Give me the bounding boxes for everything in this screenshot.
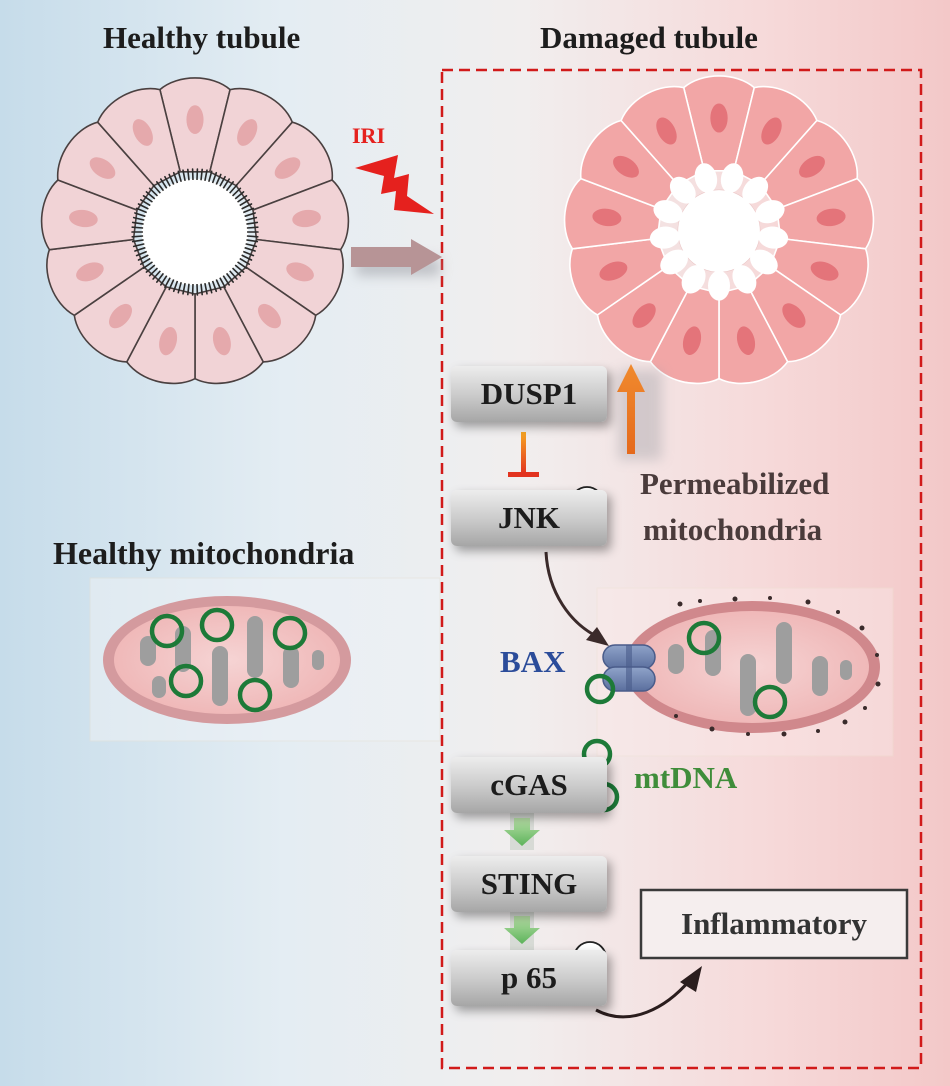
p65-to-inflammatory-arrow xyxy=(595,966,702,1019)
cgas-to-sting-arrow xyxy=(504,812,540,850)
mtdna-label: mtDNA xyxy=(634,760,738,795)
permeabilized-mitochondrion-illustration xyxy=(596,587,894,757)
jnk-to-bax-arrow xyxy=(544,551,609,646)
healthy-mitochondrion-illustration xyxy=(89,577,441,742)
healthy-tubule-illustration xyxy=(40,77,350,385)
damaged-tubule-illustration xyxy=(563,75,875,385)
inhibition-symbol xyxy=(508,432,539,477)
inflammatory-box xyxy=(639,888,909,960)
transition-arrow xyxy=(351,239,442,276)
bax-channel-icon xyxy=(602,644,656,692)
healthy-tubule-heading: Healthy tubule xyxy=(103,20,301,55)
permeabilized-heading-line2: mitochondria xyxy=(643,512,823,547)
upward-arrow xyxy=(617,364,662,460)
dusp1-box: DUSP1 xyxy=(451,366,607,422)
healthy-mitochondria-heading: Healthy mitochondria xyxy=(53,535,355,571)
inflammatory-label: Inflammatory xyxy=(681,906,867,941)
permeabilized-heading-line1: Permeabilized xyxy=(640,466,830,501)
bax-label: BAX xyxy=(500,644,566,679)
sting-box: STING xyxy=(451,856,607,912)
iri-label: IRI xyxy=(352,123,386,148)
damaged-region-border xyxy=(440,68,923,1070)
cgas-box: cGAS xyxy=(451,757,607,813)
damaged-tubule-heading: Damaged tubule xyxy=(540,20,758,55)
p65-box: p 65 xyxy=(451,950,607,1006)
sting-to-p65-arrow xyxy=(504,912,540,950)
jnk-box: JNK xyxy=(451,490,607,546)
lightning-icon xyxy=(355,155,434,214)
